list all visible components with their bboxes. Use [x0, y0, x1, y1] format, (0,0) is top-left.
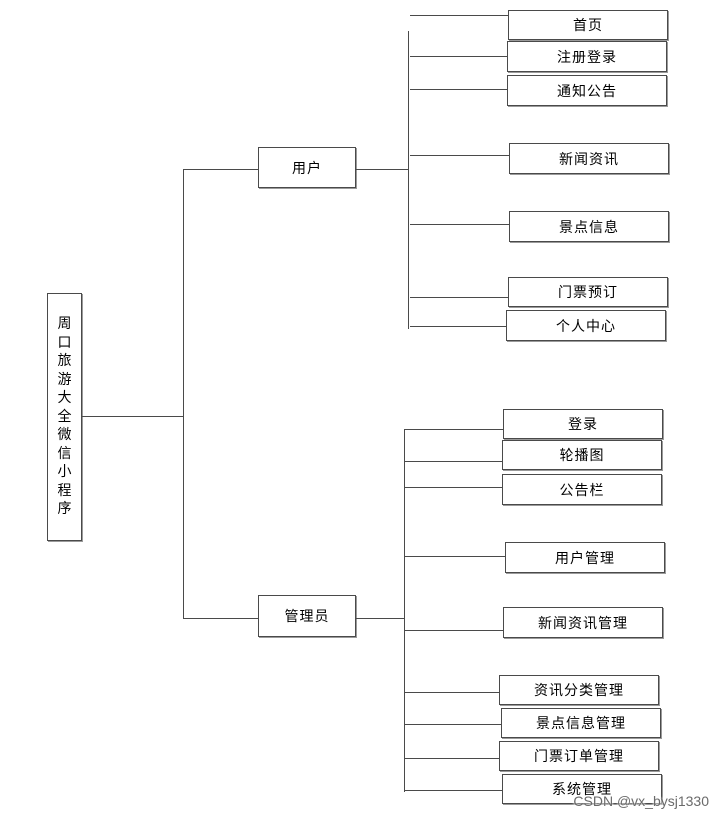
leaf-node-news-management: 新闻资讯管理: [503, 607, 663, 638]
connector-line: [410, 56, 507, 57]
watermark-text: CSDN @vx_bysj1330: [573, 793, 709, 809]
leaf-label: 新闻资讯管理: [538, 615, 628, 632]
connector-line: [183, 618, 259, 619]
leaf-label: 用户管理: [555, 550, 615, 567]
leaf-label: 门票订单管理: [534, 749, 624, 765]
leaf-node-notice: 通知公告: [507, 75, 667, 106]
root-char: 游: [57, 371, 72, 388]
connector-line: [404, 630, 503, 631]
connector-line: [404, 692, 499, 693]
leaf-node-user-management: 用户管理: [505, 542, 665, 573]
connector-line: [404, 461, 502, 462]
leaf-label: 资讯分类管理: [534, 683, 624, 699]
leaf-node-ticket-order-management: 门票订单管理: [499, 741, 659, 771]
leaf-label: 门票预订: [558, 285, 618, 301]
connector-line: [410, 89, 507, 90]
root-char: 口: [57, 334, 72, 351]
connector-line: [404, 556, 505, 557]
leaf-label: 景点信息管理: [536, 716, 626, 732]
root-char: 信: [57, 445, 72, 462]
connector-line: [404, 487, 502, 488]
root-char: 旅: [57, 353, 72, 370]
leaf-node-system-management: 系统管理: [502, 774, 662, 804]
branch-label: 用户: [292, 160, 322, 177]
root-char: 序: [57, 501, 72, 518]
leaf-label: 景点信息: [559, 219, 619, 236]
connector-line: [404, 724, 501, 725]
connector-line: [404, 790, 502, 791]
leaf-node-scenic-info: 景点信息: [509, 211, 669, 242]
leaf-node-admin-login: 登录: [503, 409, 663, 439]
leaf-node-carousel: 轮播图: [502, 440, 662, 470]
connector-line: [356, 618, 404, 619]
connector-line: [404, 429, 405, 792]
leaf-label: 系统管理: [552, 782, 612, 798]
connector-line: [82, 416, 183, 417]
leaf-node-scenic-management: 景点信息管理: [501, 708, 661, 738]
leaf-label: 个人中心: [556, 318, 616, 335]
leaf-label: 轮播图: [559, 448, 605, 464]
leaf-node-ticket-booking: 门票预订: [508, 277, 668, 307]
connector-line: [410, 224, 509, 225]
leaf-label: 首页: [573, 18, 603, 34]
connector-line: [183, 169, 259, 170]
connector-line: [408, 31, 409, 329]
connector-line: [404, 758, 499, 759]
root-node: 周 口 旅 游 大 全 微 信 小 程 序: [47, 293, 82, 541]
connector-line: [404, 429, 503, 430]
leaf-node-home: 首页: [508, 10, 668, 40]
connector-line: [410, 297, 508, 298]
leaf-label: 注册登录: [557, 49, 617, 66]
root-char: 程: [57, 482, 72, 499]
branch-node-user: 用户: [258, 147, 356, 188]
connector-line: [356, 169, 408, 170]
connector-line: [410, 326, 506, 327]
root-char: 小: [57, 464, 72, 481]
root-char: 大: [57, 390, 72, 407]
root-char: 微: [57, 427, 72, 444]
branch-label: 管理员: [284, 609, 330, 625]
leaf-node-personal-center: 个人中心: [506, 310, 666, 341]
leaf-label: 公告栏: [559, 482, 605, 499]
root-char: 周: [57, 316, 72, 333]
root-char: 全: [57, 408, 72, 425]
leaf-node-bulletin: 公告栏: [502, 474, 662, 505]
leaf-node-register-login: 注册登录: [507, 41, 667, 72]
leaf-label: 通知公告: [557, 83, 617, 100]
leaf-node-news-category-management: 资讯分类管理: [499, 675, 659, 705]
connector-line: [183, 169, 184, 619]
branch-node-admin: 管理员: [258, 595, 356, 637]
leaf-node-news: 新闻资讯: [509, 143, 669, 174]
connector-line: [410, 155, 509, 156]
connector-line: [410, 15, 508, 16]
leaf-label: 登录: [568, 417, 598, 433]
leaf-label: 新闻资讯: [559, 151, 619, 168]
